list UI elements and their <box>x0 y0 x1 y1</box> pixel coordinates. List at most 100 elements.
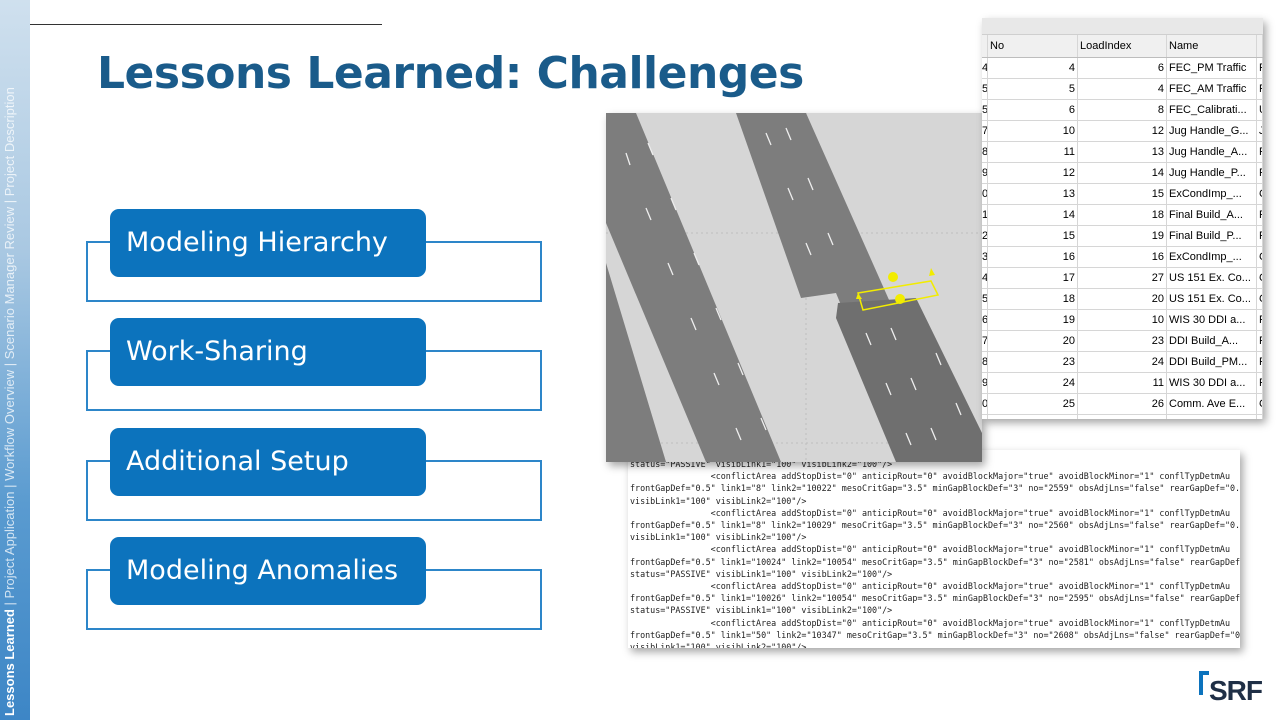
cell-name: DDI Build_A... <box>1167 331 1257 351</box>
cell-name: Jug Handle_G... <box>1167 121 1257 141</box>
cell-name: WIS 30 Ex. Co... <box>1167 415 1257 419</box>
row-stub: 2 <box>982 226 988 246</box>
table-row[interactable]: 12625WIS 30 Ex. Co...C <box>982 415 1263 419</box>
road-segment <box>836 298 982 462</box>
cell-name: ExCondImp_... <box>1167 184 1257 204</box>
side-navigation-strip: Lessons Learned | Project Application | … <box>0 0 30 720</box>
cell-no: 24 <box>988 373 1078 393</box>
cell-extra: F <box>1257 310 1263 330</box>
cell-no: 10 <box>988 121 1078 141</box>
cell-load-index: 13 <box>1078 142 1167 162</box>
row-stub: 7 <box>982 121 988 141</box>
side-nav-current-section: Lessons Learned <box>2 609 17 716</box>
connector-arrow <box>856 293 862 299</box>
cell-load-index: 4 <box>1078 79 1167 99</box>
cell-load-index: 25 <box>1078 415 1167 419</box>
header-extra <box>1257 35 1263 57</box>
cell-load-index: 14 <box>1078 163 1167 183</box>
header-load-index[interactable]: LoadIndex <box>1078 35 1167 57</box>
header-name[interactable]: Name <box>1167 35 1257 57</box>
cell-load-index: 26 <box>1078 394 1167 414</box>
cell-name: US 151 Ex. Co... <box>1167 289 1257 309</box>
cell-load-index: 20 <box>1078 289 1167 309</box>
cell-load-index: 16 <box>1078 247 1167 267</box>
challenge-label: Modeling Hierarchy <box>110 209 426 277</box>
cell-extra: C <box>1257 184 1263 204</box>
header-no[interactable]: No <box>988 35 1078 57</box>
cell-no: 13 <box>988 184 1078 204</box>
row-stub: 4 <box>982 268 988 288</box>
cell-extra: F <box>1257 58 1263 78</box>
cell-name: FEC_PM Traffic <box>1167 58 1257 78</box>
road-segment <box>606 263 666 462</box>
cell-name: Final Build_A... <box>1167 205 1257 225</box>
cell-name: FEC_AM Traffic <box>1167 79 1257 99</box>
lane-markings <box>625 127 962 446</box>
challenge-item-work-sharing: Work-Sharing <box>86 318 542 413</box>
cell-load-index: 11 <box>1078 373 1167 393</box>
cell-extra: C <box>1257 415 1263 419</box>
logo-bracket-mark <box>1199 671 1209 695</box>
cell-name: WIS 30 DDI a... <box>1167 310 1257 330</box>
row-stub: 0 <box>982 394 988 414</box>
table-header-row: No LoadIndex Name <box>982 35 1263 58</box>
cell-no: 4 <box>988 58 1078 78</box>
row-stub: 5 <box>982 289 988 309</box>
cell-no: 19 <box>988 310 1078 330</box>
side-navigation-text: Lessons Learned | Project Application | … <box>2 0 17 716</box>
challenge-label: Modeling Anomalies <box>110 537 426 605</box>
cell-extra: F <box>1257 352 1263 372</box>
challenge-item-modeling-anomalies: Modeling Anomalies <box>86 537 542 632</box>
cell-no: 25 <box>988 394 1078 414</box>
cell-extra: J <box>1257 121 1263 141</box>
connector-handle <box>888 272 898 282</box>
cell-no: 17 <box>988 268 1078 288</box>
cell-load-index: 10 <box>1078 310 1167 330</box>
cell-name: Jug Handle_A... <box>1167 142 1257 162</box>
road-network-screenshot <box>606 113 982 462</box>
cell-no: 15 <box>988 226 1078 246</box>
cell-no: 5 <box>988 79 1078 99</box>
road-network-drawing <box>606 113 982 462</box>
cell-load-index: 23 <box>1078 331 1167 351</box>
table-toolbar <box>982 18 1263 35</box>
cell-no: 26 <box>988 415 1078 419</box>
cell-no: 14 <box>988 205 1078 225</box>
row-stub: 1 <box>982 415 988 419</box>
cell-extra: F <box>1257 205 1263 225</box>
cell-extra: F <box>1257 373 1263 393</box>
row-stub: 8 <box>982 142 988 162</box>
row-stub: 9 <box>982 373 988 393</box>
connector-handle <box>895 294 905 304</box>
cell-name: WIS 30 DDI a... <box>1167 373 1257 393</box>
cell-no: 20 <box>988 331 1078 351</box>
xml-code-text: status="PASSIVE" visibLink1="100" visibL… <box>630 459 1240 648</box>
cell-load-index: 6 <box>1078 58 1167 78</box>
connector-arrow <box>929 268 935 276</box>
cell-name: ExCondImp_... <box>1167 247 1257 267</box>
road-segment <box>606 113 781 462</box>
cell-name: DDI Build_PM... <box>1167 352 1257 372</box>
side-nav-other-sections: | Project Application | Workflow Overvie… <box>2 87 17 610</box>
title-divider <box>30 24 382 25</box>
cell-extra: C <box>1257 289 1263 309</box>
page-title: Lessons Learned: Challenges <box>97 48 804 99</box>
cell-extra: F <box>1257 163 1263 183</box>
